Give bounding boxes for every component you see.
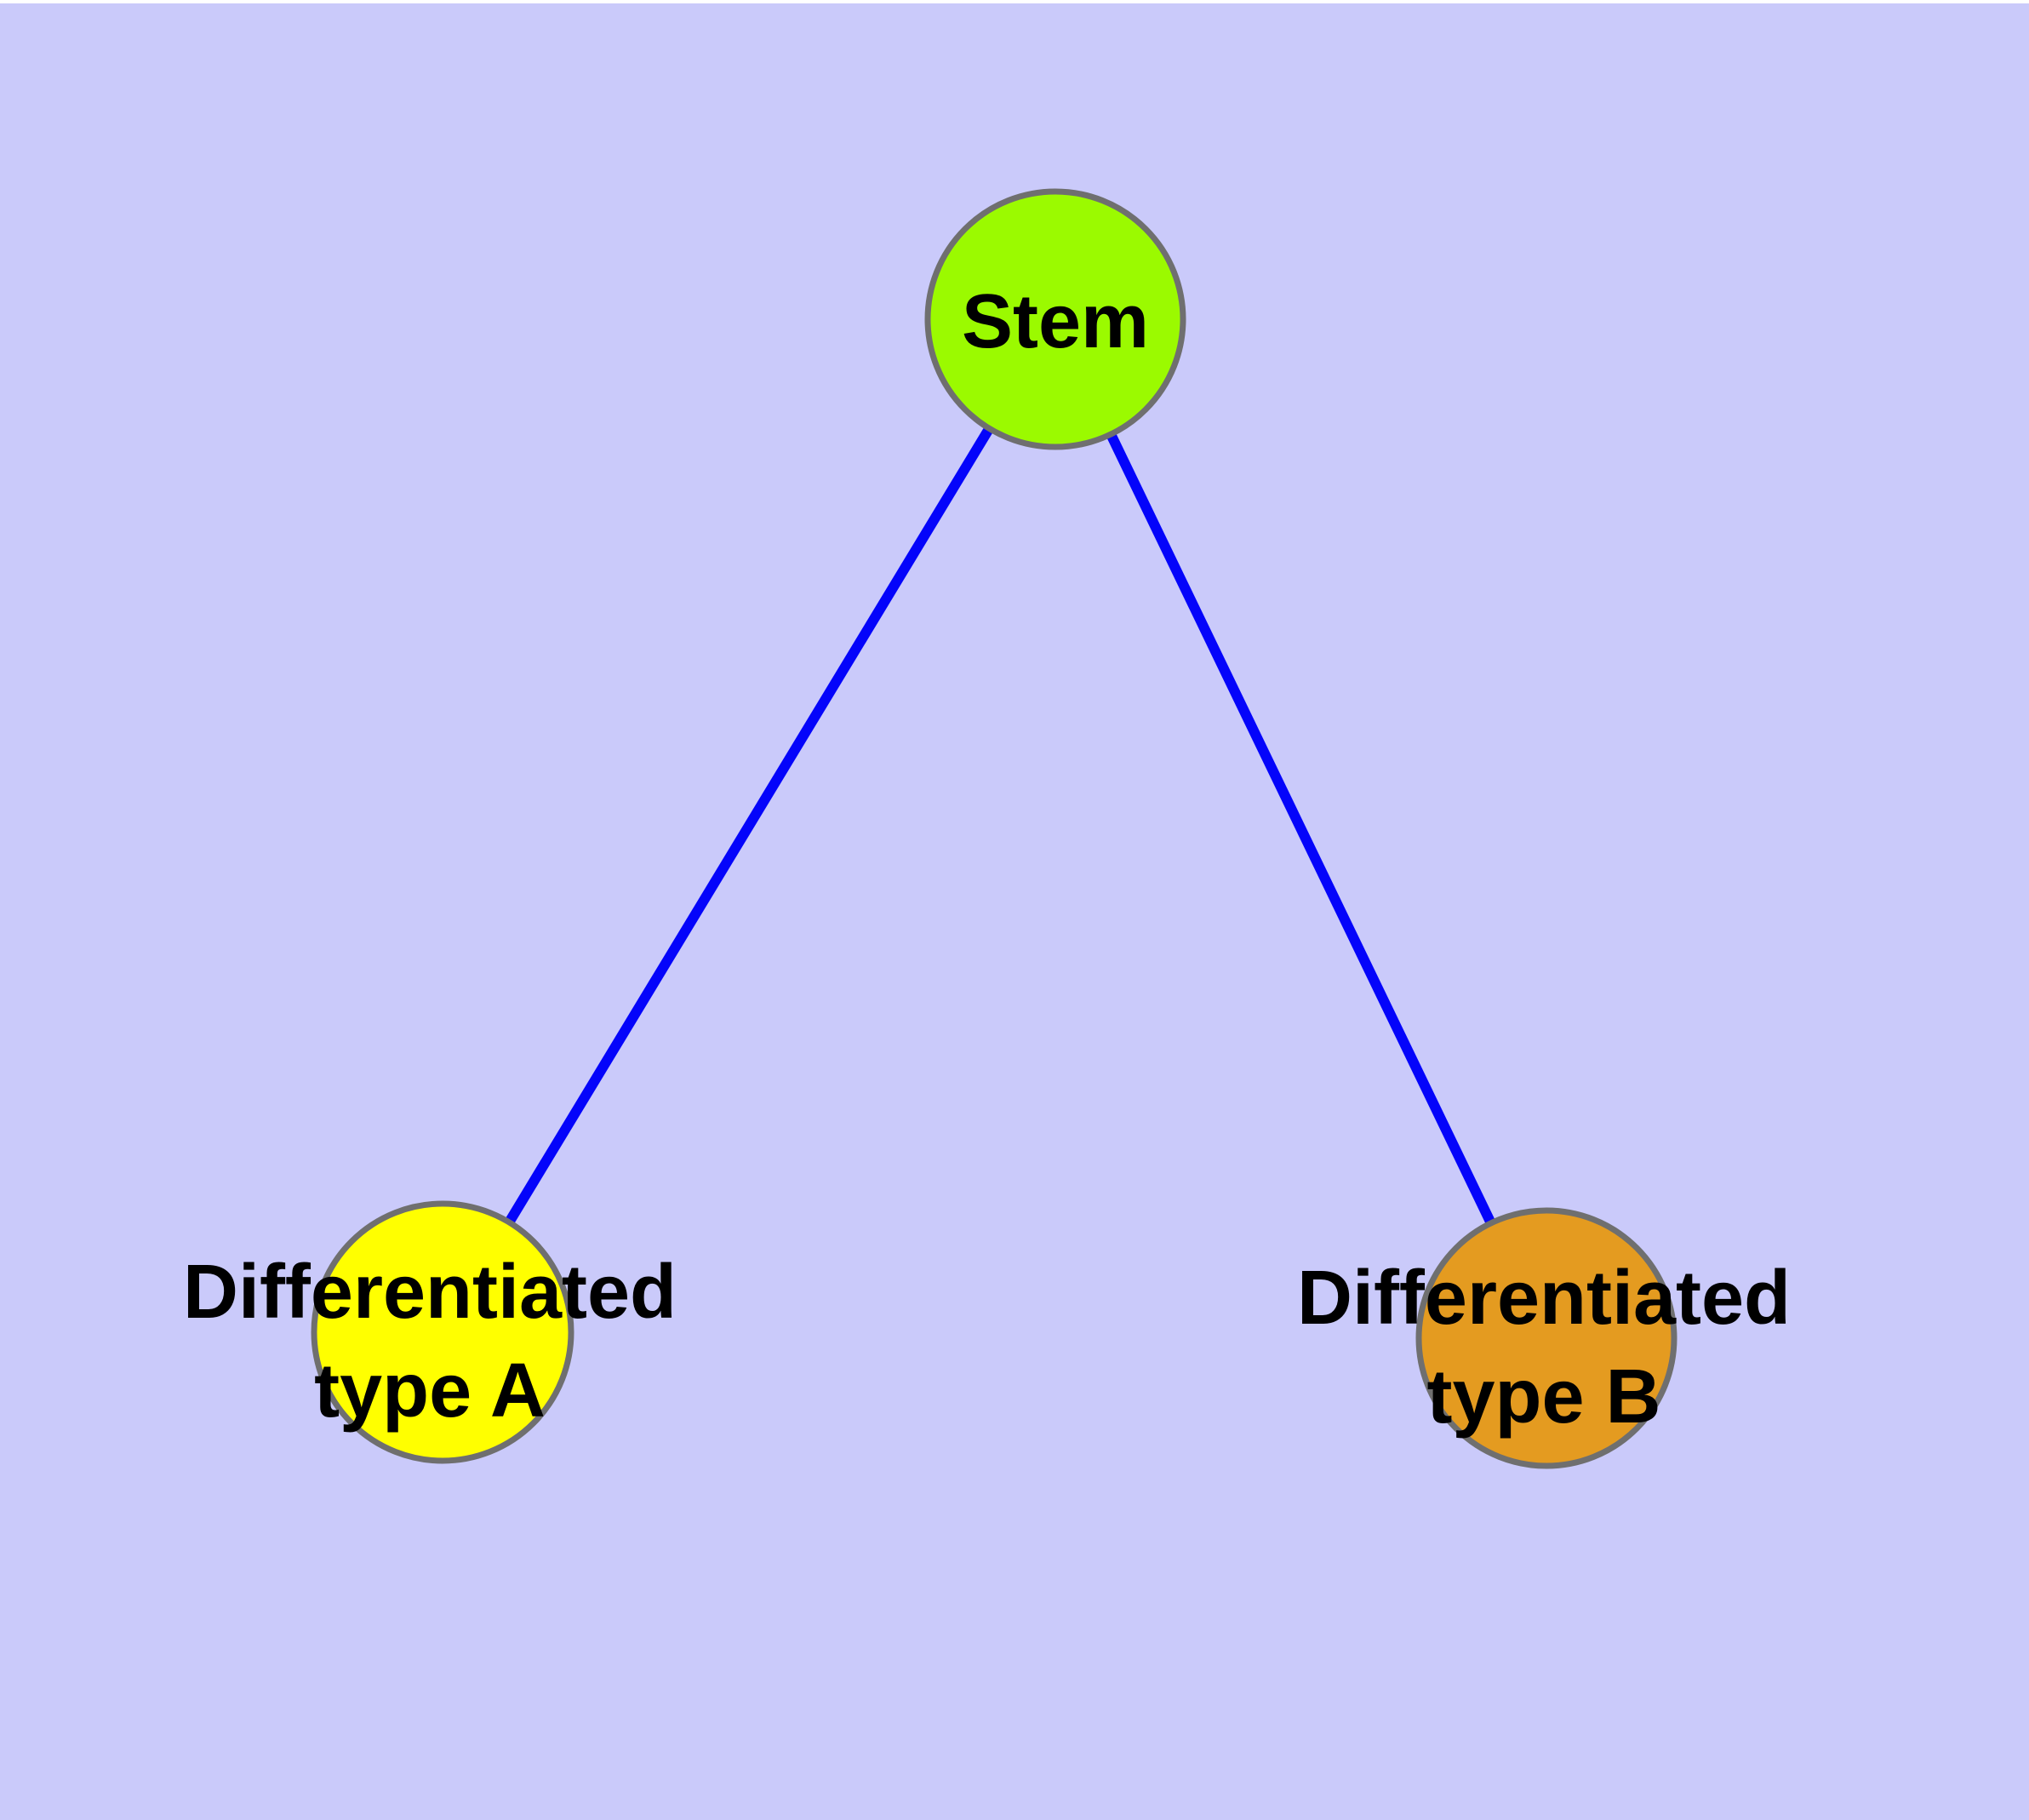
node-type-b-label-line2: type B [1426, 1354, 1660, 1439]
node-type-b-label-line1: Differentiated [1297, 1256, 1791, 1341]
edge-stem-to-type-b [1050, 317, 1552, 1341]
node-type-b-circle [1415, 1207, 1677, 1469]
node-type-a-label-line2: type A [314, 1348, 546, 1434]
top-margin-strip [0, 0, 2029, 3]
node-stem-circle [924, 188, 1186, 450]
node-type-a-circle [311, 1200, 574, 1464]
edge-stem-to-type-a [437, 316, 1060, 1336]
node-stem-label: Stem [962, 279, 1149, 364]
node-type-a-label-line1: Differentiated [183, 1250, 677, 1335]
